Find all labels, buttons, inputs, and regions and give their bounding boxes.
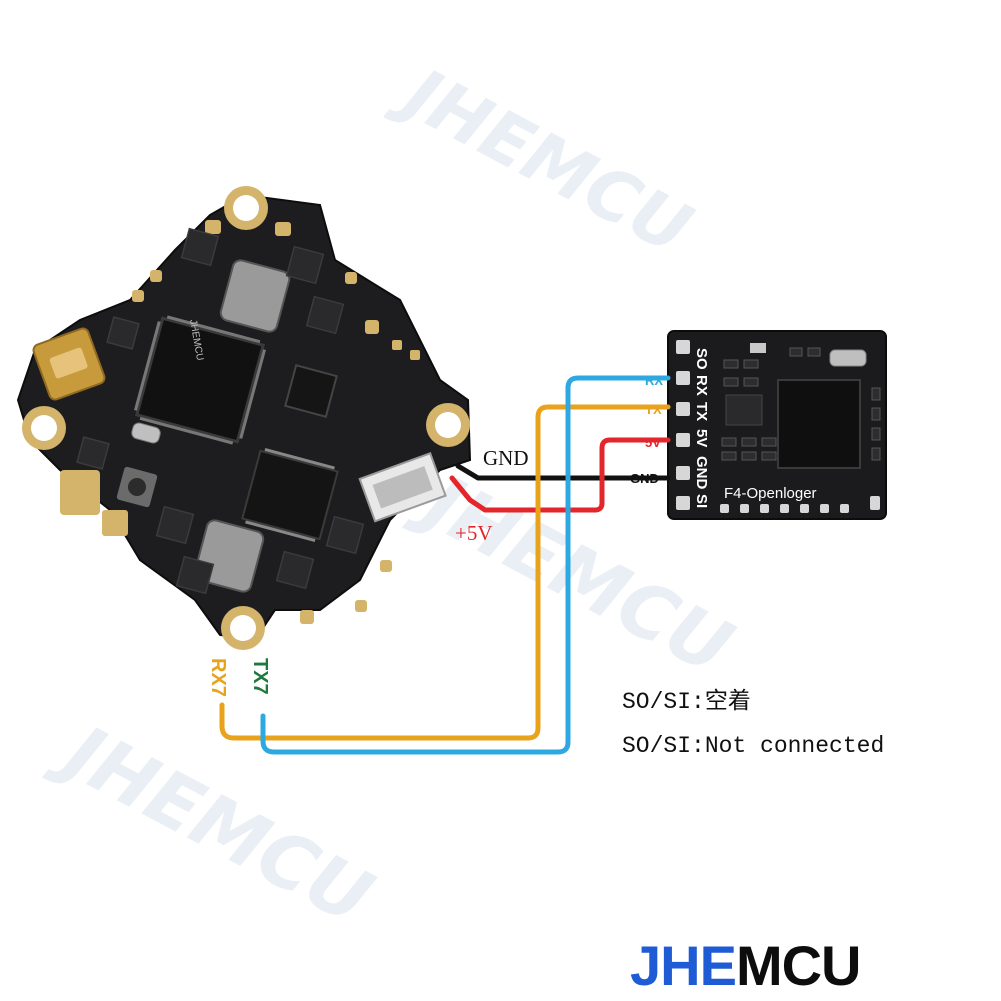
logger-bottom-pads xyxy=(720,496,880,513)
logger-left-pads xyxy=(676,340,690,510)
logger-led xyxy=(750,343,766,353)
wire-label-gnd: GND xyxy=(630,471,659,486)
silk-pin-gnd: GND xyxy=(693,456,710,490)
wire-label-rx: RX xyxy=(645,373,663,388)
mcu-chip xyxy=(134,315,266,445)
fc-label-5v: +5V xyxy=(455,521,493,545)
fc-label-rx7: RX7 xyxy=(207,658,229,697)
inductor-bottom: 100 xyxy=(193,519,265,593)
silk-pin-si: SI xyxy=(693,494,710,508)
tx-wire xyxy=(219,404,671,741)
fc-plus-sign: + xyxy=(30,457,39,474)
osd-chip xyxy=(241,448,339,542)
fc-mosfets xyxy=(76,227,365,595)
wire-labels: RX TX 5V GND xyxy=(630,373,663,486)
openlogger-board: SO RX TX 5V GND SI xyxy=(667,330,887,520)
logger-silk-name: F4-Openloger xyxy=(724,485,817,502)
silk-pin-5v: 5V xyxy=(693,429,710,447)
watermark-top: JHEMCU xyxy=(381,47,704,271)
note-line-english: SO/SI:Not connected xyxy=(622,733,884,759)
fc-label-gnd: GND xyxy=(483,446,529,470)
logger-regulator xyxy=(725,394,763,426)
silk-pin-tx: TX xyxy=(693,402,710,421)
inductor-top-label: 100 xyxy=(244,290,261,304)
gnd-wire xyxy=(455,463,671,481)
v5-wire xyxy=(449,437,671,513)
logo-text: JHEMCU xyxy=(630,934,860,997)
logo-part-jhe: JHE xyxy=(630,934,736,997)
wires xyxy=(219,375,671,755)
fc-label-tx7: TX7 xyxy=(249,658,271,695)
logger-mcu-chip xyxy=(777,379,861,469)
silk-pin-so: SO xyxy=(693,348,710,370)
logger-silk-pins: SO RX TX 5V GND SI xyxy=(693,348,710,508)
jhemcu-logo: JHEMCU xyxy=(630,934,861,997)
gyro-chip xyxy=(284,364,338,418)
logger-crystal xyxy=(829,349,867,367)
flight-controller-board: 100 100 xyxy=(16,186,472,650)
fc-gold-pads xyxy=(60,220,420,624)
logger-passives xyxy=(721,347,881,461)
rx-wire xyxy=(260,375,671,755)
note-line-chinese: SO/SI:空着 xyxy=(622,688,751,715)
wire-label-tx: TX xyxy=(645,402,662,417)
inductor-bottom-label: 100 xyxy=(218,550,235,564)
inductor-top: 100 xyxy=(219,259,291,333)
logo-part-mcu: MCU xyxy=(736,934,861,997)
wire-label-5v: 5V xyxy=(645,435,661,450)
crystal xyxy=(131,422,161,444)
silk-pin-rx: RX xyxy=(693,375,710,396)
